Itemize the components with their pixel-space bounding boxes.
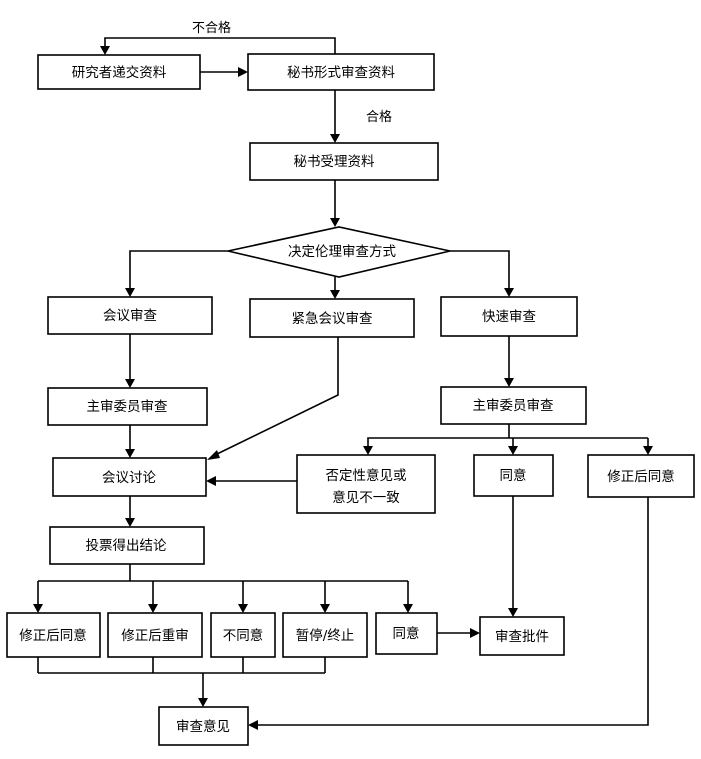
node-vote-label: 投票得出结论 <box>86 537 167 554</box>
node-opinion: 审查意见 <box>158 706 249 746</box>
node-chief-reviewer-right: 主审委员审查 <box>440 386 587 425</box>
edge-urgent-to-discussion <box>214 337 339 456</box>
node-urgent-review-label: 紧急会议审查 <box>292 311 373 327</box>
arrow-to-opinion <box>198 698 208 707</box>
arrow-to-out3 <box>238 604 248 613</box>
arrow-to-chief-right <box>504 378 514 387</box>
node-out-suspend: 暂停/终止 <box>282 612 368 658</box>
arrow-agree-vote-to-approval <box>470 628 480 638</box>
node-negative-line1: 否定性意见或 <box>326 467 407 484</box>
node-negative-opinion: 否定性意见或 意见不一致 <box>296 454 436 514</box>
edge-decide-to-fast <box>450 250 510 290</box>
edge-label-pass: 合格 <box>366 109 392 125</box>
arrow-to-negative <box>363 446 373 455</box>
node-submit-label: 研究者递交资料 <box>72 64 167 81</box>
node-modify-agree-fast: 修正后同意 <box>587 454 695 498</box>
node-formal-review: 秘书形式审查资料 <box>247 53 435 91</box>
arrowheads <box>33 46 653 730</box>
arrow-negative-to-discussion <box>206 476 216 486</box>
connectors <box>37 37 649 726</box>
arrow-to-urgent <box>330 290 340 299</box>
node-formal-review-label: 秘书形式审查资料 <box>287 65 395 81</box>
node-accept: 秘书受理资料 <box>249 142 439 181</box>
arrow-agree-to-approval <box>508 608 518 617</box>
arrow-formal-to-accept <box>330 134 340 143</box>
arrow-urgent-diagonal <box>207 450 220 460</box>
node-fast-review-label: 快速审查 <box>482 309 536 325</box>
edge-decide-to-meeting <box>129 250 228 290</box>
node-modify-agree-fast-label: 修正后同意 <box>607 468 675 485</box>
edge-modify-to-opinion <box>256 497 649 726</box>
node-out-modify-agree: 修正后同意 <box>6 612 101 658</box>
arrow-to-out5 <box>403 604 413 613</box>
node-agree-fast-label: 同意 <box>500 467 527 484</box>
edge-fail-loop <box>104 37 336 54</box>
node-out-disagree-label: 不同意 <box>223 627 264 644</box>
node-meeting-discussion-label: 会议讨论 <box>102 470 156 486</box>
edge-label-fail: 不合格 <box>192 20 231 36</box>
node-out-suspend-label: 暂停/终止 <box>296 627 355 644</box>
node-meeting-review: 会议审查 <box>47 296 213 335</box>
node-meeting-review-label: 会议审查 <box>103 308 157 324</box>
node-chief-reviewer-left: 主审委员审查 <box>47 387 208 426</box>
arrow-to-fast <box>504 288 514 297</box>
node-agree-fast: 同意 <box>473 454 554 497</box>
node-decide-mode: 决定伦理审查方式 <box>227 226 451 278</box>
node-out-disagree: 不同意 <box>210 612 276 658</box>
arrow-to-modify <box>643 446 653 455</box>
node-approval: 审查批件 <box>479 616 565 656</box>
node-out-agree-label: 同意 <box>393 625 420 642</box>
node-out-modify-rereview: 修正后重审 <box>107 612 203 658</box>
node-opinion-label: 审查意见 <box>176 718 230 735</box>
arrow-to-out1 <box>33 604 43 613</box>
node-negative-line2: 意见不一致 <box>332 489 400 506</box>
node-accept-label: 秘书受理资料 <box>294 154 375 170</box>
node-decide-mode-label: 决定伦理审查方式 <box>288 244 396 260</box>
node-approval-label: 审查批件 <box>495 629 549 645</box>
arrow-to-chief-left <box>125 379 135 388</box>
arrow-to-discussion <box>125 449 135 458</box>
arrow-submit-to-formal <box>238 67 248 77</box>
arrow-fail-loop <box>100 46 110 55</box>
node-out-modify-rereview-label: 修正后重审 <box>121 628 189 644</box>
node-meeting-discussion: 会议讨论 <box>52 457 207 497</box>
arrow-to-meeting <box>125 288 135 297</box>
node-out-agree: 同意 <box>375 612 438 655</box>
arrow-modify-to-opinion <box>248 720 258 730</box>
node-vote: 投票得出结论 <box>49 526 205 565</box>
node-submit: 研究者递交资料 <box>37 54 201 90</box>
node-urgent-review: 紧急会议审查 <box>249 298 415 338</box>
arrow-to-out2 <box>148 604 158 613</box>
arrow-to-out4 <box>320 604 330 613</box>
node-fast-review: 快速审查 <box>440 296 578 337</box>
arrow-accept-to-decide <box>330 218 340 227</box>
node-out-modify-agree-label: 修正后同意 <box>19 627 87 644</box>
node-chief-reviewer-left-label: 主审委员审查 <box>87 399 168 415</box>
arrow-to-vote <box>125 518 135 527</box>
node-chief-reviewer-right-label: 主审委员审查 <box>473 398 554 414</box>
edge-chief-to-negative <box>367 437 648 448</box>
arrow-to-agree <box>508 446 518 455</box>
